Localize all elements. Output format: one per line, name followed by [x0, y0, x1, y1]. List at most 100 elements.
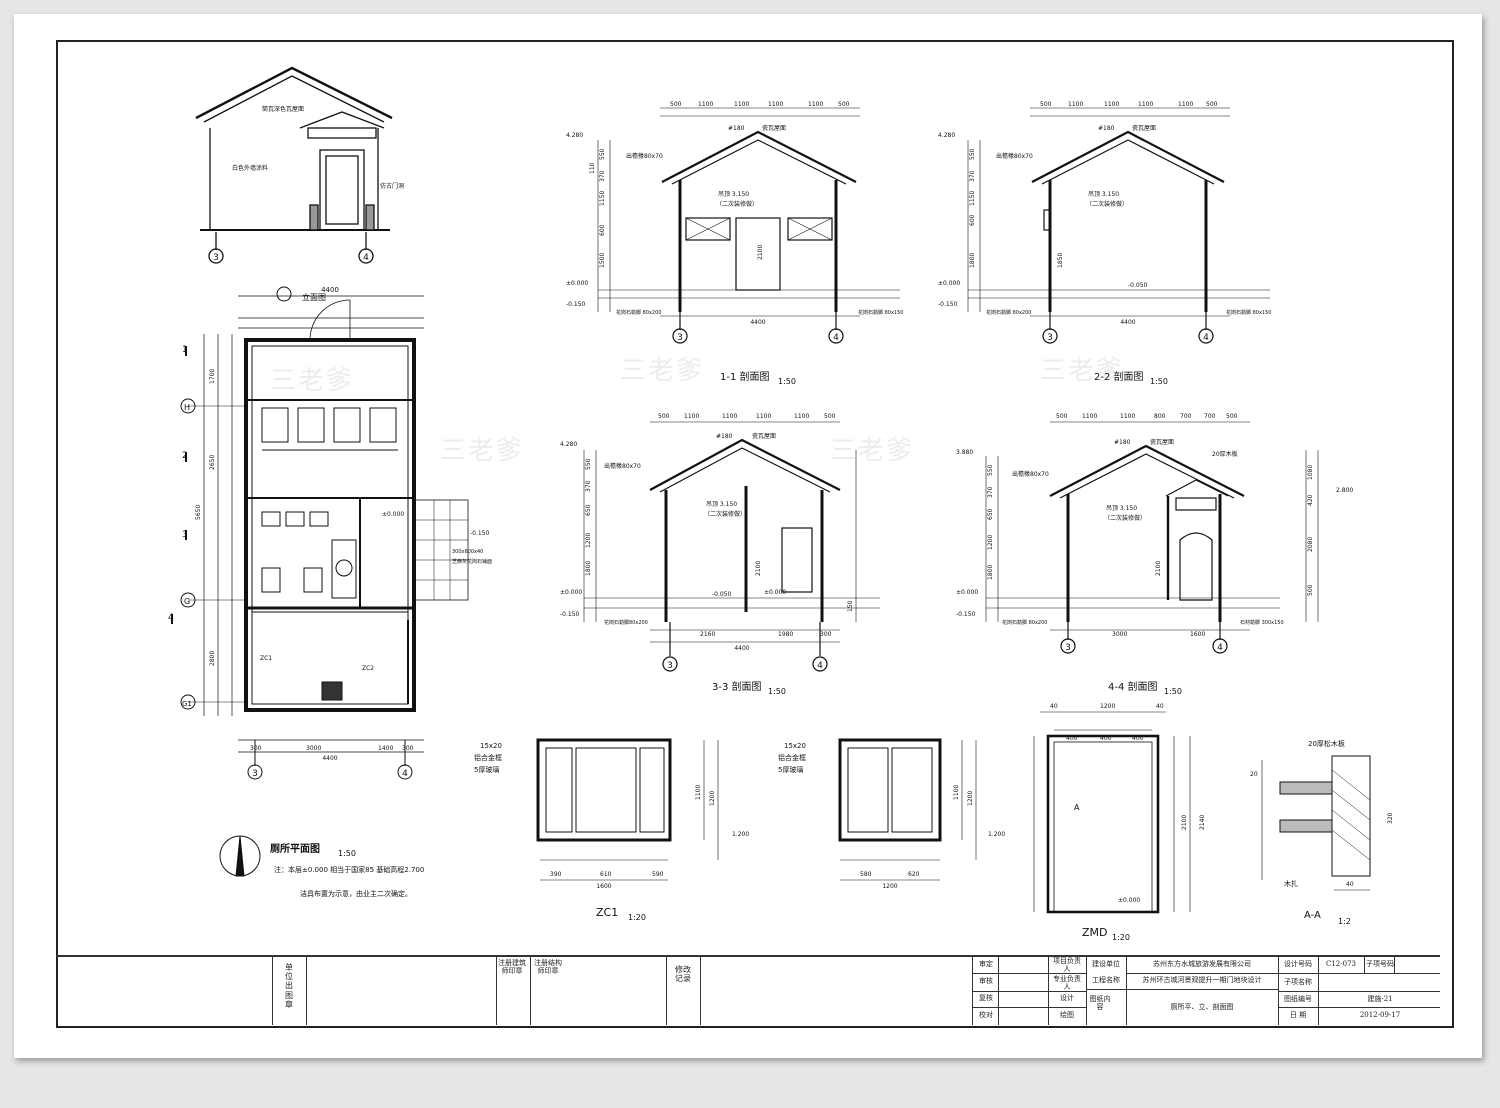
s4-label-7: 石材勒脚 300x150	[1240, 619, 1284, 626]
elev-label-roof: 筒瓦深色瓦屋面	[262, 105, 304, 113]
s3-label-6: ±0.000	[764, 589, 786, 596]
zc1-note-1: 铝合金框	[474, 753, 502, 762]
zmd-level: ±0.000	[1118, 897, 1140, 904]
zc2-level: 1.200	[988, 831, 1005, 838]
zc2-note-2: 5厚玻璃	[778, 765, 803, 774]
s1-h-0: 550	[599, 148, 606, 160]
plan-room-zc1: ZC1	[260, 655, 272, 662]
s3-label-4: （二次装修做）	[704, 510, 746, 518]
plan-bdim-1: 3000	[306, 745, 321, 752]
s2-scale: 1:50	[1150, 377, 1168, 386]
s4-title: 4-4 剖面图	[1108, 680, 1158, 693]
tb-role2-0: 项目负责人	[1053, 957, 1081, 974]
s1-h-3: 600	[599, 224, 606, 236]
plan-axis-g1: G1	[182, 700, 192, 708]
section-1-1	[597, 107, 900, 344]
tb-sub-name-label: 子项名称	[1284, 978, 1312, 986]
s3-tdim-4: 1100	[794, 413, 809, 420]
watermark: 三老爹	[440, 436, 525, 466]
zmd-h-1: 2140	[1199, 815, 1206, 830]
plan-room-zc2: ZC2	[362, 665, 374, 672]
s2-level-2: -0.150	[938, 301, 958, 308]
drawing-sheet	[14, 14, 1482, 1058]
s1-label-6: 花岗石勒脚 80x200	[616, 309, 661, 316]
s2-h-3: 600	[969, 214, 976, 226]
plan-ldim-3: 2800	[209, 651, 216, 666]
zc2-total: 1200	[882, 883, 897, 890]
s1-scale: 1:50	[778, 377, 796, 386]
zc1-title: ZC1	[596, 906, 618, 919]
s2-tdim-1: 1100	[1068, 101, 1083, 108]
s4-axis-4: 4	[1217, 643, 1223, 653]
aa-dim-2: 320	[1387, 812, 1394, 824]
plan-note-2: 300x600x40	[452, 549, 483, 555]
zc2-h-0: 1100	[953, 785, 960, 800]
plan-axis-2: 2	[182, 451, 188, 461]
s4-h-4: 1800	[987, 565, 994, 580]
plan-axis-g: G	[184, 597, 190, 606]
plan-ldim-1: 2650	[209, 455, 216, 470]
detail-a-a	[1261, 755, 1371, 891]
s3-bdim-2: 300	[820, 631, 832, 638]
tb-role-0: 审定	[979, 960, 993, 968]
plan-axis-3v: 3	[182, 530, 188, 540]
s2-label-3: 吊顶 3.150	[1088, 191, 1119, 198]
tb-sheet-no-label: 图纸编号	[1284, 995, 1312, 1003]
s2-total: 4400	[1120, 319, 1135, 326]
s2-tdim-2: 1100	[1104, 101, 1119, 108]
tb-reg-arch: 注册建筑师印章	[498, 959, 526, 976]
s1-title: 1-1 剖面图	[720, 370, 770, 383]
s1-h-2: 1150	[599, 191, 606, 206]
elev-axis-3: 3	[213, 253, 219, 263]
elev-label-door: 仿古门洞	[380, 182, 404, 190]
tb-role-2: 复核	[979, 994, 993, 1002]
plan-top-dim: 4400	[321, 286, 339, 294]
s4-level-2: ±0.000	[956, 589, 978, 596]
s3-h-4: 1800	[585, 561, 592, 576]
s2-tdim-0: 500	[1040, 101, 1052, 108]
s3-label-0: #180	[716, 433, 733, 440]
s4-scale: 1:50	[1164, 687, 1182, 696]
s4-tdim-5: 700	[1204, 413, 1216, 420]
s3-h-1: 370	[585, 480, 592, 492]
door-zmd	[1033, 711, 1191, 914]
s2-h-1: 370	[969, 170, 976, 182]
zc1-note-0: 15x20	[480, 742, 502, 750]
tb-role-3: 校对	[979, 1011, 993, 1019]
s2-level-0: 4.280	[938, 132, 955, 139]
zmd-title: ZMD	[1082, 926, 1108, 939]
zc1-h-1: 1200	[709, 791, 716, 806]
s2-h-5: 1850	[1057, 253, 1064, 268]
plan-axis-1: 1	[182, 345, 188, 355]
s4-h-1: 370	[987, 486, 994, 498]
tb-project: 苏州环古城河景观提升一期门地块设计	[1142, 976, 1262, 984]
s3-label-8: 2100	[755, 561, 762, 576]
s1-h-4: 1500	[599, 253, 606, 268]
s3-scale: 1:50	[768, 687, 786, 696]
aa-title: A-A	[1304, 910, 1321, 921]
s4-h-3: 1200	[987, 535, 994, 550]
s1-level-1: ±0.000	[566, 280, 588, 287]
s4-bdim-0: 3000	[1112, 631, 1127, 638]
north-arrow-icon	[219, 835, 261, 877]
s3-h-5: 150	[847, 600, 854, 612]
tb-build-unit-label: 建设单位	[1092, 960, 1120, 968]
s3-label-1: 瓷瓦屋面	[752, 432, 776, 440]
s1-label-2: 出檐椽80x70	[626, 152, 663, 160]
s3-tdim-0: 500	[658, 413, 670, 420]
tb-role2-1: 专业负责人	[1053, 975, 1081, 992]
s2-label-4: （二次装修做）	[1086, 200, 1128, 208]
tb-sheet-no: 建施-21	[1367, 995, 1393, 1003]
zc2-note-0: 15x20	[784, 742, 806, 750]
zmd-idim-2: 400	[1132, 735, 1144, 742]
zc1-total: 1600	[596, 883, 611, 890]
s2-tdim-3: 1100	[1138, 101, 1153, 108]
plan-bdim-2: 1400	[378, 745, 393, 752]
s4-label-0: #180	[1114, 439, 1131, 446]
tb-design-no: C12-073	[1326, 960, 1356, 968]
plan-note-3: 芝麻灰花岗石铺面	[452, 558, 492, 565]
s4-level-3: -0.150	[956, 611, 976, 618]
zmd-tdim-1: 1200	[1100, 703, 1115, 710]
aa-label-1: 木扎	[1284, 879, 1298, 888]
floor-plan	[171, 286, 469, 780]
